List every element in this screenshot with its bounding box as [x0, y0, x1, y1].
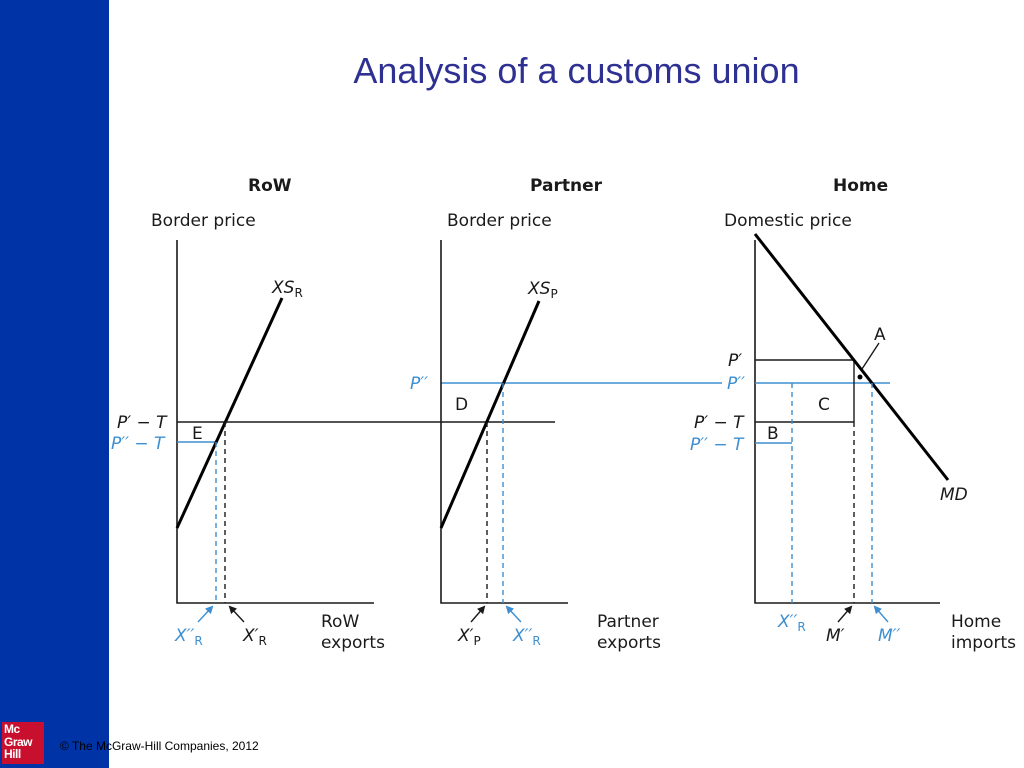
slide-title: Analysis of a customs union	[353, 50, 800, 91]
home-area-b: B	[767, 424, 779, 444]
partner-curve-label-sub: P	[550, 287, 557, 301]
mcgraw-hill-logo: Mc Graw Hill	[2, 722, 44, 764]
row-curve-label-main: XS	[271, 278, 295, 298]
partner-q-label-high-main: X′′	[512, 626, 533, 646]
home-point-a-pointer	[861, 342, 880, 370]
partner-q-label-high-sub: R	[532, 634, 540, 648]
home-q-label-m-prime: M′	[826, 626, 845, 646]
row-x-axis-line1: RoW	[321, 612, 359, 632]
home-area-c: C	[818, 395, 830, 415]
partner-curve-label-main: XS	[527, 279, 551, 299]
home-point-a-dot	[857, 374, 863, 380]
row-q-label-high-main: X′	[242, 626, 259, 646]
home-x-axis-line1: Home	[951, 612, 1001, 632]
partner-label-p-double-prime: P′′	[410, 374, 428, 394]
row-curve-label: XSR	[271, 278, 303, 300]
home-demand-curve	[753, 233, 950, 481]
row-q-label-high-sub: R	[259, 634, 267, 648]
home-label-p-prime-minus-t: P′ − T	[694, 413, 745, 433]
row-label-p-double-prime-minus-t: P′′ − T	[111, 434, 166, 454]
partner-q-label-high: X′′R	[512, 626, 541, 648]
home-q-label-m-double-prime: M′′	[878, 626, 901, 646]
home-panel: Home Domestic price A MD P′ P′′ P′ − T P…	[690, 176, 1016, 653]
partner-arrow-low	[470, 605, 486, 623]
row-x-axis-line2: exports	[321, 633, 385, 653]
home-x-axis-line2: imports	[951, 633, 1016, 653]
home-y-axis-label: Domestic price	[724, 211, 852, 231]
partner-arrow-high	[505, 605, 522, 623]
home-q-label-x-double-prime: X′′R	[777, 612, 806, 634]
partner-q-label-low: X′P	[457, 626, 481, 648]
home-q-label-x-double-prime-main: X′′	[777, 612, 798, 632]
home-label-p-double-prime-minus-t: P′′ − T	[690, 435, 745, 455]
partner-y-axis-label: Border price	[447, 211, 552, 231]
home-label-p-double-prime: P′′	[727, 374, 745, 394]
row-panel: RoW Border price XSR P′ − T P′′ − T E X′…	[111, 176, 385, 653]
row-arrow-low	[197, 605, 214, 623]
logo-line-2: Graw	[4, 734, 33, 749]
row-arrow-high	[228, 605, 245, 623]
row-area-e: E	[192, 424, 203, 444]
partner-panel: Partner Border price XSP P′′ D X′P X′′R …	[410, 176, 661, 653]
row-q-label-low-main: X′′	[174, 626, 195, 646]
home-curve-label: MD	[940, 485, 968, 505]
home-heading: Home	[833, 176, 888, 196]
row-supply-curve	[175, 297, 284, 529]
row-curve-label-sub: R	[294, 286, 302, 300]
partner-area-d: D	[455, 395, 468, 415]
partner-x-axis-line2: exports	[597, 633, 661, 653]
partner-q-label-low-main: X′	[457, 626, 474, 646]
partner-curve-label: XSP	[527, 279, 558, 301]
logo-line-3: Hill	[4, 747, 21, 761]
home-q-label-x-double-prime-sub: R	[797, 620, 805, 634]
row-axes	[176, 240, 374, 604]
logo-line-1: Mc	[4, 722, 20, 736]
sidebar-band	[0, 0, 109, 768]
home-label-p-prime: P′	[728, 351, 742, 371]
partner-axes	[440, 240, 568, 604]
home-arrow-m-prime	[837, 605, 853, 623]
row-heading: RoW	[248, 176, 292, 196]
row-y-axis-label: Border price	[151, 211, 256, 231]
partner-supply-curve	[439, 300, 541, 529]
home-arrow-m-double-prime	[873, 605, 889, 623]
row-q-label-low-sub: R	[194, 634, 202, 648]
home-axes	[754, 240, 940, 604]
partner-heading: Partner	[530, 176, 603, 196]
row-label-p-prime-minus-t: P′ − T	[117, 413, 168, 433]
partner-x-axis-line1: Partner	[597, 612, 659, 632]
home-point-a: A	[874, 325, 886, 345]
row-q-label-low: X′′R	[174, 626, 203, 648]
partner-q-label-low-sub: P	[474, 634, 481, 648]
row-q-label-high: X′R	[242, 626, 267, 648]
copyright-notice: © The McGraw-Hill Companies, 2012	[60, 739, 259, 753]
